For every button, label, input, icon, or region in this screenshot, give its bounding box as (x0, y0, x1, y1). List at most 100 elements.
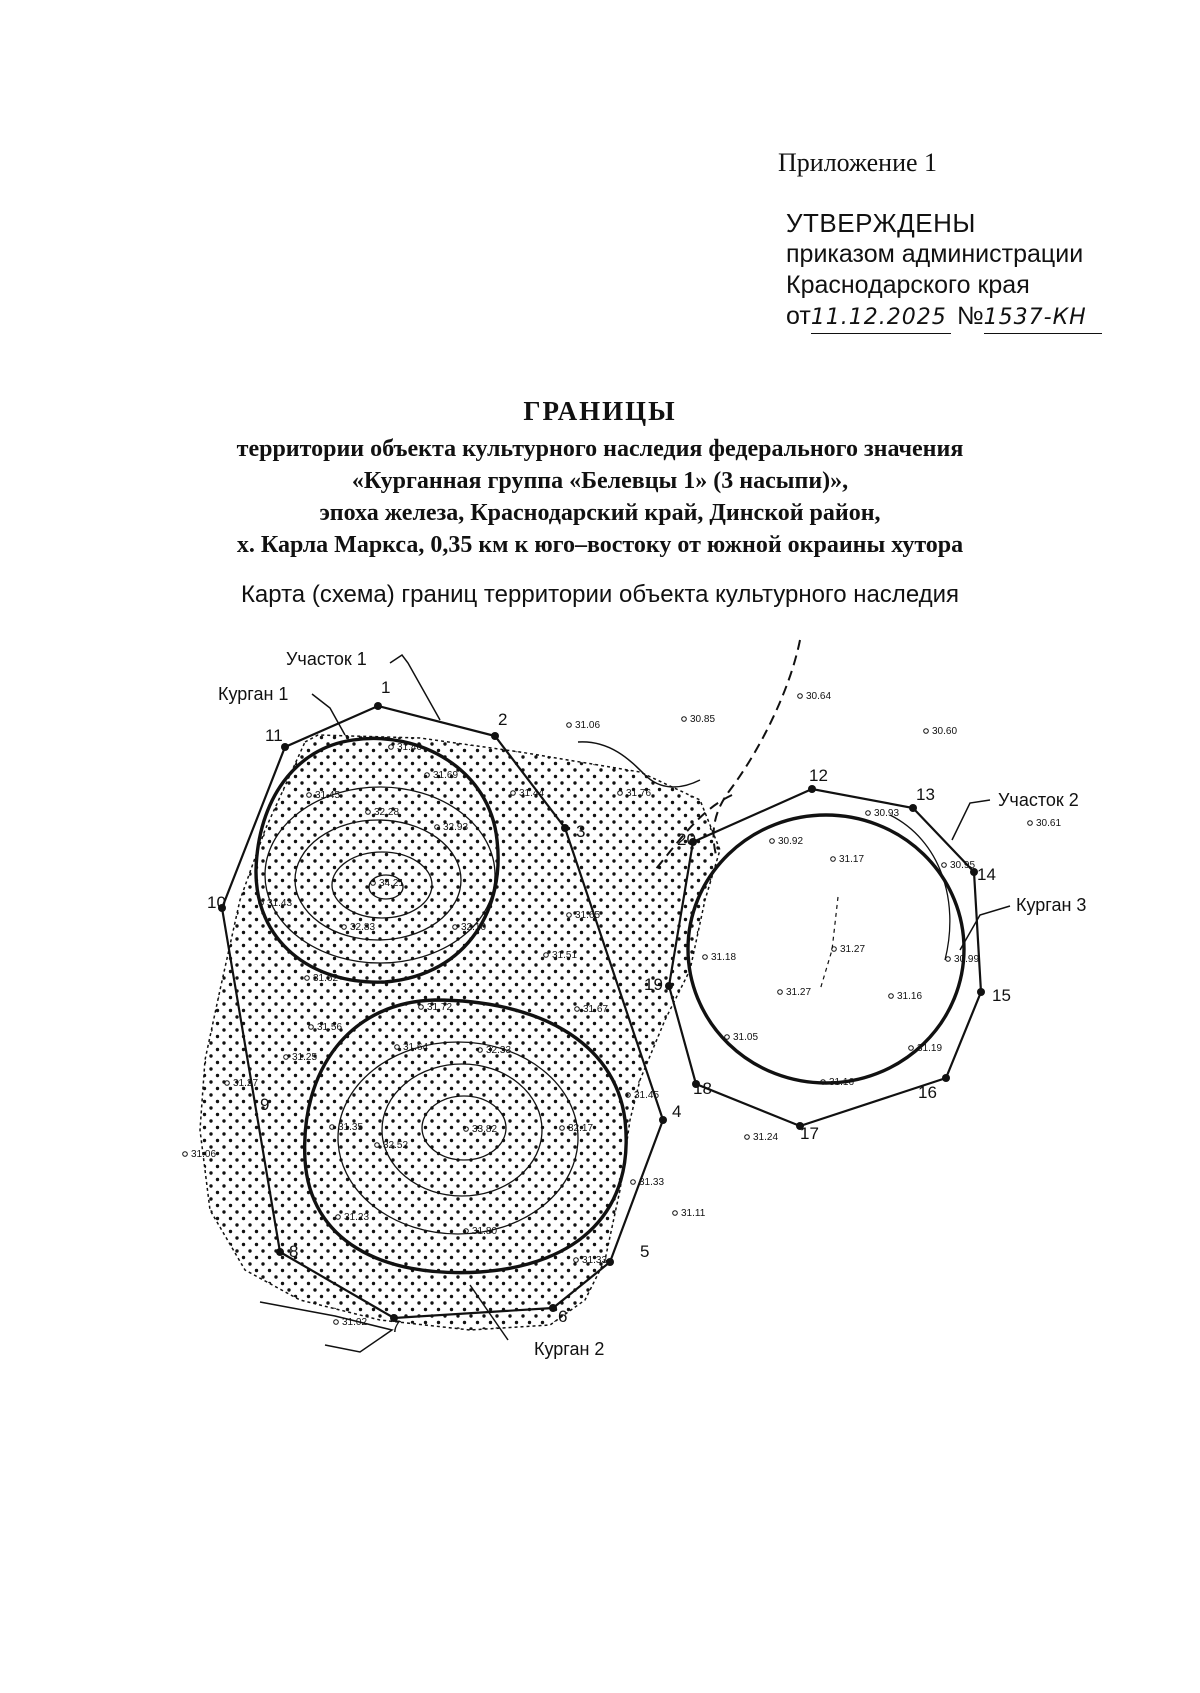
elevation-marker (831, 946, 837, 952)
territory-stipple (199, 734, 721, 1331)
elevation-label: 30.85 (690, 714, 715, 725)
elevation-label: 31.45 (315, 790, 340, 801)
label-mound-2: Курган 2 (534, 1339, 604, 1359)
elevation-marker (820, 1079, 826, 1085)
boundary-point-label: 20 (677, 830, 696, 849)
title-line-4: х. Карла Маркса, 0,35 км к юго–востоку о… (236, 532, 964, 558)
boundary-point-label: 5 (640, 1242, 649, 1261)
elevation-marker (617, 790, 623, 796)
document-title: ГРАНИЦЫ (523, 396, 677, 426)
elevation-label: 31.33 (582, 1255, 607, 1266)
elevation-label: 31.27 (840, 944, 865, 955)
boundary-point-label: 17 (800, 1124, 819, 1143)
elevation-marker (865, 810, 871, 816)
elevation-marker (559, 1125, 565, 1131)
date-prefix: от (786, 302, 811, 330)
elevation-label: 31.25 (292, 1052, 317, 1063)
elevation-marker (283, 1054, 289, 1060)
elevation-marker (744, 1134, 750, 1140)
elevation-marker (510, 790, 516, 796)
elevation-marker (630, 1179, 636, 1185)
elevation-marker (543, 952, 549, 958)
elevation-label: 31.16 (897, 991, 922, 1002)
elevation-marker (365, 809, 371, 815)
elevation-label: 31.80 (472, 1226, 497, 1237)
title-line-2: «Курганная группа «Белевцы 1» (3 насыпи)… (351, 468, 849, 494)
plot-2-boundary (667, 787, 983, 1128)
elevation-label: 31.05 (733, 1032, 758, 1043)
boundary-point-label: 2 (498, 710, 507, 729)
boundary-map: Участок 1 Участок 2 Курган 1 Курган 2 Ку… (182, 639, 1086, 1359)
elevation-label: 32.93 (443, 822, 468, 833)
elevation-marker (258, 900, 264, 906)
elevation-label: 32.52 (383, 1140, 408, 1151)
boundary-point-label: 9 (260, 1095, 269, 1114)
mound-3-outline (686, 813, 966, 1085)
elevation-label: 31.45 (634, 1090, 659, 1101)
boundary-point-label: 16 (918, 1083, 937, 1102)
elevation-label: 32.28 (374, 807, 399, 818)
boundary-point-label: 7 (391, 1317, 400, 1336)
elevation-label: 32.10 (461, 922, 486, 933)
elevation-label: 31.65 (575, 910, 600, 921)
elevation-marker (434, 824, 440, 830)
elevation-marker (777, 989, 783, 995)
elevation-marker (1027, 820, 1033, 826)
elevation-label: 31.43 (267, 898, 292, 909)
elevation-label: 31.11 (681, 1208, 706, 1219)
elevation-label: 31.76 (626, 788, 651, 799)
boundary-point-label: 8 (289, 1242, 298, 1261)
elevation-marker (306, 792, 312, 798)
elevation-marker (424, 772, 430, 778)
elevation-marker (888, 993, 894, 999)
appendix-label: Приложение 1 (778, 148, 938, 177)
elevation-label: 30.95 (950, 860, 975, 871)
elevation-label: 30.64 (806, 691, 831, 702)
elevation-marker (333, 1319, 339, 1325)
elevation-label: 31.33 (639, 1177, 664, 1188)
elevation-marker (335, 1214, 341, 1220)
mound-1-outline (254, 736, 500, 984)
elevation-marker (566, 912, 572, 918)
elevation-marker (923, 728, 929, 734)
elevation-marker (945, 956, 951, 962)
elevation-label: 31.69 (433, 770, 458, 781)
elevation-marker (769, 838, 775, 844)
elevation-marker (374, 1142, 380, 1148)
boundary-point-label: 6 (558, 1307, 567, 1326)
elevation-marker (452, 924, 458, 930)
elevation-label: 31.24 (753, 1132, 778, 1143)
document-title-block: ГРАНИЦЫ территории объекта культурного н… (0, 396, 1200, 561)
elevation-marker (182, 1151, 188, 1157)
boundary-point-label: 10 (207, 893, 226, 912)
elevation-marker (941, 862, 947, 868)
label-plot-1: Участок 1 (286, 649, 367, 669)
elevation-label: 32.83 (350, 922, 375, 933)
elevation-label: 31.64 (403, 1042, 428, 1053)
elevation-marker (329, 1124, 335, 1130)
elevation-label: 31.18 (711, 952, 736, 963)
number-prefix: № (956, 302, 984, 330)
elevation-marker (574, 1006, 580, 1012)
elevation-label: 30.61 (1036, 818, 1061, 829)
elevation-marker (477, 1047, 483, 1053)
title-line-1: территории объекта культурного наследия … (236, 436, 964, 462)
label-mound-1: Курган 1 (218, 684, 288, 704)
elevation-label: 32.17 (568, 1123, 593, 1134)
boundary-point-label: 15 (992, 986, 1011, 1005)
elevation-marker (797, 693, 803, 699)
elevation-label: 31.27 (233, 1078, 258, 1089)
approval-stamp: УТВЕРЖДЕНЫ приказом администрации Красно… (786, 208, 1102, 334)
boundary-point-label: 12 (809, 766, 828, 785)
elevation-marker (370, 880, 376, 886)
elevation-marker (224, 1080, 230, 1086)
elevation-label: 31.06 (575, 720, 600, 731)
order-date-number: от 11.12.2025 № 1537-КН (786, 301, 1102, 334)
elevation-label: 31.35 (338, 1122, 363, 1133)
label-mound-3: Курган 3 (1016, 895, 1086, 915)
elevation-label: 31.16 (829, 1077, 854, 1088)
elevation-label: 32.33 (486, 1045, 511, 1056)
title-line-3: эпоха железа, Краснодарский край, Динско… (319, 500, 881, 526)
elevation-label: 31.56 (317, 1022, 342, 1033)
elevation-marker (308, 1024, 314, 1030)
